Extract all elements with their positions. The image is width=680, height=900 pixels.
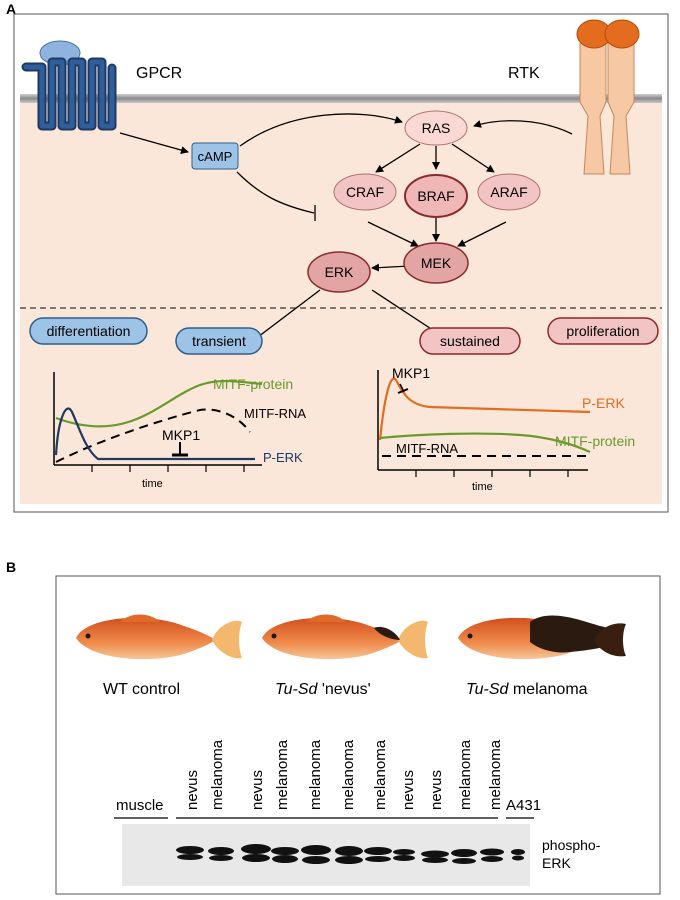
lane-label-a431: A431 xyxy=(506,797,541,814)
differentiation-pill: differentiation xyxy=(29,317,148,345)
melanoma-fish-image xyxy=(458,615,626,660)
lane-label-5: melanoma xyxy=(274,739,291,810)
lane-label-9: nevus xyxy=(400,770,417,810)
blot-label-line2: ERK xyxy=(542,855,571,871)
lane-label-2: nevus xyxy=(184,770,201,810)
braf-node: BRAF xyxy=(404,174,468,218)
rtk-receptor xyxy=(576,19,640,175)
transient-mkp1-label: MKP1 xyxy=(162,427,200,443)
panel-a-label: A xyxy=(6,1,16,17)
sustained-mkp1-label: MKP1 xyxy=(392,365,430,381)
lane-label-8: melanoma xyxy=(372,739,389,810)
wt-fish-image xyxy=(76,614,242,660)
lane-label-4: nevus xyxy=(249,770,266,810)
lane-label-11: melanoma xyxy=(457,739,474,810)
transient-time-label: time xyxy=(142,478,163,490)
sustained-perk-curve xyxy=(378,377,591,441)
signaling-arrows xyxy=(119,113,573,341)
transient-perk-curve xyxy=(54,407,255,461)
svg-text:ARAF: ARAF xyxy=(490,184,527,200)
sustained-mitf-protein-label: MITF-protein xyxy=(555,433,635,449)
transient-mitf-rna-curve xyxy=(55,408,251,463)
svg-text:differentiation: differentiation xyxy=(47,323,131,339)
svg-text:CRAF: CRAF xyxy=(346,184,384,200)
araf-node: ARAF xyxy=(477,173,541,211)
lane-label-12: melanoma xyxy=(487,739,504,810)
transient-pill: transient xyxy=(175,327,263,355)
sustained-plot: MKP1 P-ERK MITF-protein MITF-RNA time xyxy=(377,365,635,493)
sustained-mitf-rna-label: MITF-RNA xyxy=(396,441,458,456)
panel-b-label: B xyxy=(6,559,16,575)
svg-text:sustained: sustained xyxy=(440,333,500,349)
svg-text:MEK: MEK xyxy=(421,255,452,271)
lane-label-3: melanoma xyxy=(209,739,226,810)
nevus-fish-label: Tu-Sd 'nevus' xyxy=(275,681,371,698)
melanoma-fish-label: Tu-Sd melanoma xyxy=(466,681,588,698)
svg-text:transient: transient xyxy=(192,333,246,349)
svg-text:BRAF: BRAF xyxy=(417,188,454,204)
cell-membrane xyxy=(20,94,662,103)
wt-control-label: WT control xyxy=(103,681,180,698)
rtk-label: RTK xyxy=(508,65,540,82)
craf-node: CRAF xyxy=(333,173,397,211)
lane-label-7: melanoma xyxy=(340,739,357,810)
nevus-fish-image xyxy=(262,614,428,660)
cytoplasm-background xyxy=(20,96,662,504)
sustained-perk-label: P-ERK xyxy=(582,395,625,411)
ras-node: RAS xyxy=(404,110,468,146)
svg-text:RAS: RAS xyxy=(422,120,451,136)
sustained-mitf-protein-curve xyxy=(379,432,591,453)
transient-mitf-protein-curve xyxy=(55,379,263,428)
lane-label-6: melanoma xyxy=(307,739,324,810)
transient-mitf-protein-label: MITF-protein xyxy=(213,376,293,392)
lane-label-10: nevus xyxy=(428,770,445,810)
lane-labels: muscle nevus melanoma nevus melanoma mel… xyxy=(116,739,541,814)
svg-text:ERK: ERK xyxy=(325,264,354,280)
svg-text:cAMP: cAMP xyxy=(198,149,233,164)
transient-plot: MITF-protein MITF-RNA MKP1 P-ERK time xyxy=(53,372,306,490)
gpcr-receptor xyxy=(21,40,117,131)
western-blot-image xyxy=(122,824,530,886)
transient-mitf-rna-label: MITF-RNA xyxy=(244,406,306,421)
blot-label-line1: phospho- xyxy=(542,837,601,853)
svg-text:proliferation: proliferation xyxy=(566,323,639,339)
transient-perk-label: P-ERK xyxy=(263,450,303,465)
gpcr-label: GPCR xyxy=(136,65,182,82)
mek-node: MEK xyxy=(403,242,469,284)
camp-node: cAMP xyxy=(191,142,239,170)
sustained-pill: sustained xyxy=(419,327,521,355)
erk-node: ERK xyxy=(307,251,371,293)
sustained-time-label: time xyxy=(472,481,493,493)
proliferation-pill: proliferation xyxy=(547,317,659,345)
lane-label-muscle: muscle xyxy=(116,797,164,814)
